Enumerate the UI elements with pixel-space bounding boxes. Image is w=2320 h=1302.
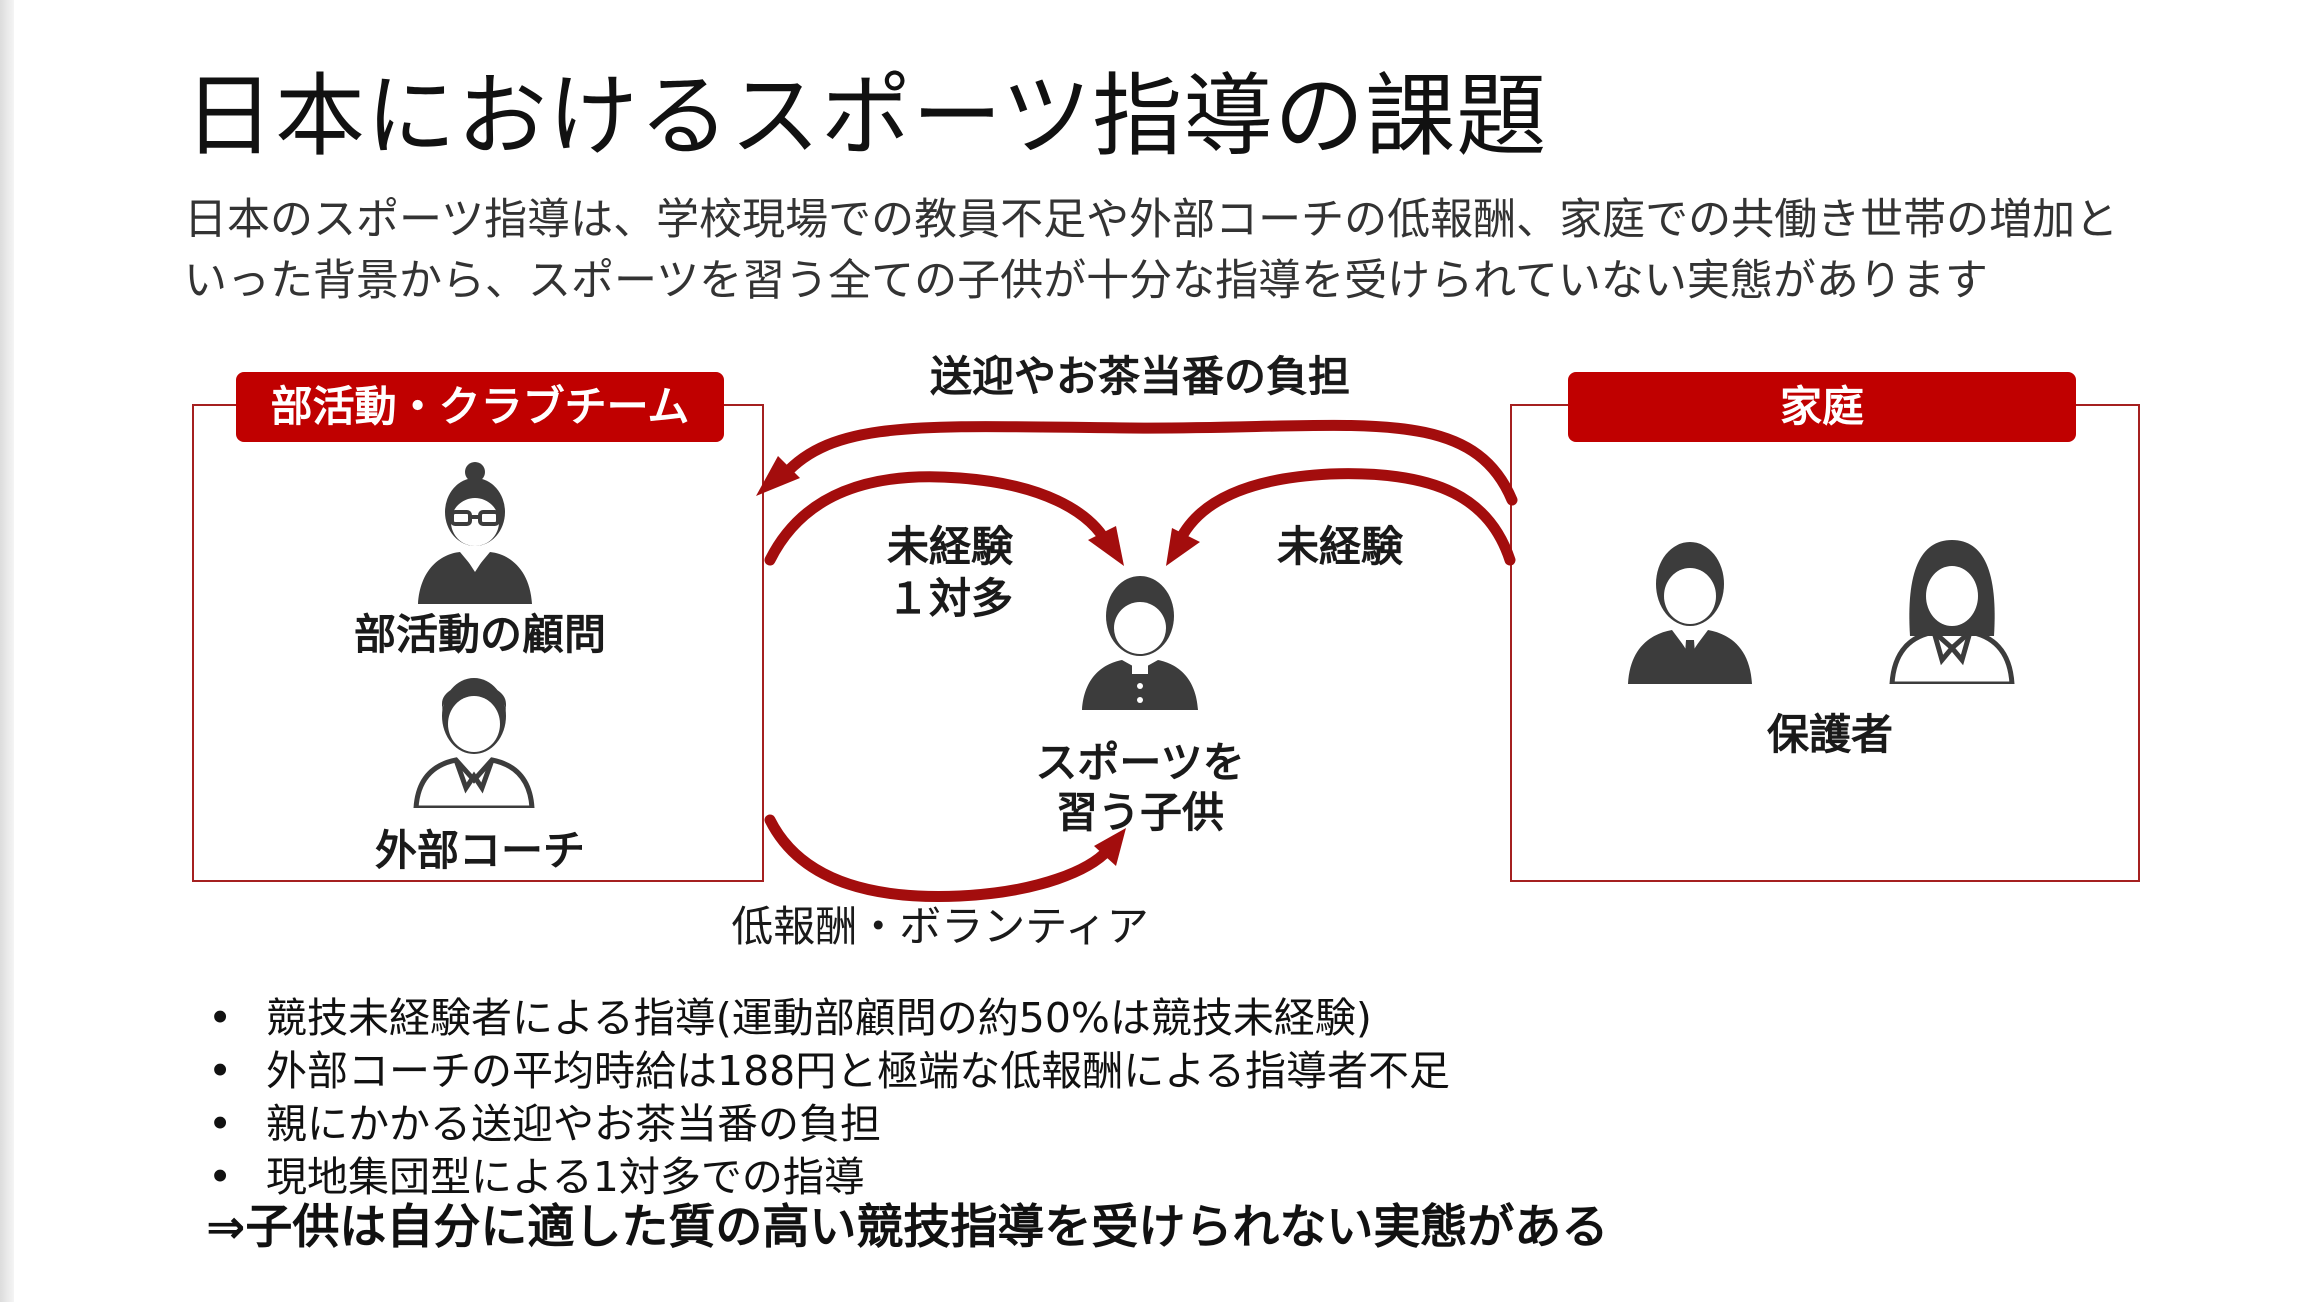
coach-icon bbox=[413, 678, 535, 808]
coach-label: 外部コーチ bbox=[374, 826, 585, 875]
guardians-label: 保護者 bbox=[1766, 710, 1893, 759]
guardian-mother-icon bbox=[1889, 540, 2015, 684]
family-to-child-arrow bbox=[1174, 468, 1516, 566]
advisor-label: 部活動の顧問 bbox=[353, 610, 606, 659]
family-to-child-arrowhead bbox=[1166, 528, 1200, 566]
list-item: 現地集団型による1対多での指導 bbox=[200, 1151, 1450, 1204]
issue-list: 競技未経験者による指導(運動部顧問の約50%は競技未経験) 外部コーチの平均時給… bbox=[200, 992, 1450, 1204]
conclusion-text: ⇒子供は自分に適した質の高い競技指導を受けられない実態がある bbox=[206, 1200, 1609, 1255]
club-tag: 部活動・クラブチーム bbox=[236, 372, 724, 442]
child-label-line-1: スポーツを bbox=[1035, 738, 1245, 787]
low-pay-arrowhead bbox=[1094, 828, 1126, 866]
lead-line-2: いった背景から、スポーツを習う全ての子供が十分な指導を受けられていない実態があり… bbox=[184, 256, 1988, 306]
slide-edge-shadow bbox=[0, 0, 14, 1302]
lead-text: 日本のスポーツ指導は、学校現場での教員不足や外部コーチの低報酬、家庭での共働き世… bbox=[184, 190, 2184, 312]
slide-title: 日本におけるスポーツ指導の課題 bbox=[184, 64, 1548, 169]
lead-line-1: 日本のスポーツ指導は、学校現場での教員不足や外部コーチの低報酬、家庭での共働き世… bbox=[184, 195, 2119, 245]
list-item: 親にかかる送迎やお茶当番の負担 bbox=[200, 1098, 1450, 1151]
low-pay-arrow bbox=[764, 814, 1114, 902]
inexperienced-label-right: 未経験 bbox=[1276, 522, 1403, 571]
list-item: 外部コーチの平均時給は188円と極端な低報酬による指導者不足 bbox=[200, 1045, 1450, 1098]
inexperienced-label-left: 未経験 bbox=[886, 522, 1013, 571]
family-tag: 家庭 bbox=[1568, 372, 2076, 442]
burden-arrow bbox=[774, 419, 1518, 506]
child-label-line-2: 習う子供 bbox=[1055, 788, 1224, 837]
club-to-child-arrowhead bbox=[1088, 526, 1124, 566]
club-to-child-arrow bbox=[764, 471, 1114, 566]
advisor-icon bbox=[418, 462, 532, 604]
child-icon bbox=[1082, 576, 1198, 710]
burden-label: 送迎やお茶当番の負担 bbox=[929, 352, 1350, 401]
guardian-father-icon bbox=[1628, 542, 1752, 684]
list-item: 競技未経験者による指導(運動部顧問の約50%は競技未経験) bbox=[200, 992, 1450, 1045]
one-to-many-label: １対多 bbox=[886, 574, 1013, 623]
burden-arrowhead bbox=[756, 456, 800, 496]
low-pay-label: 低報酬・ボランティア bbox=[731, 902, 1149, 951]
